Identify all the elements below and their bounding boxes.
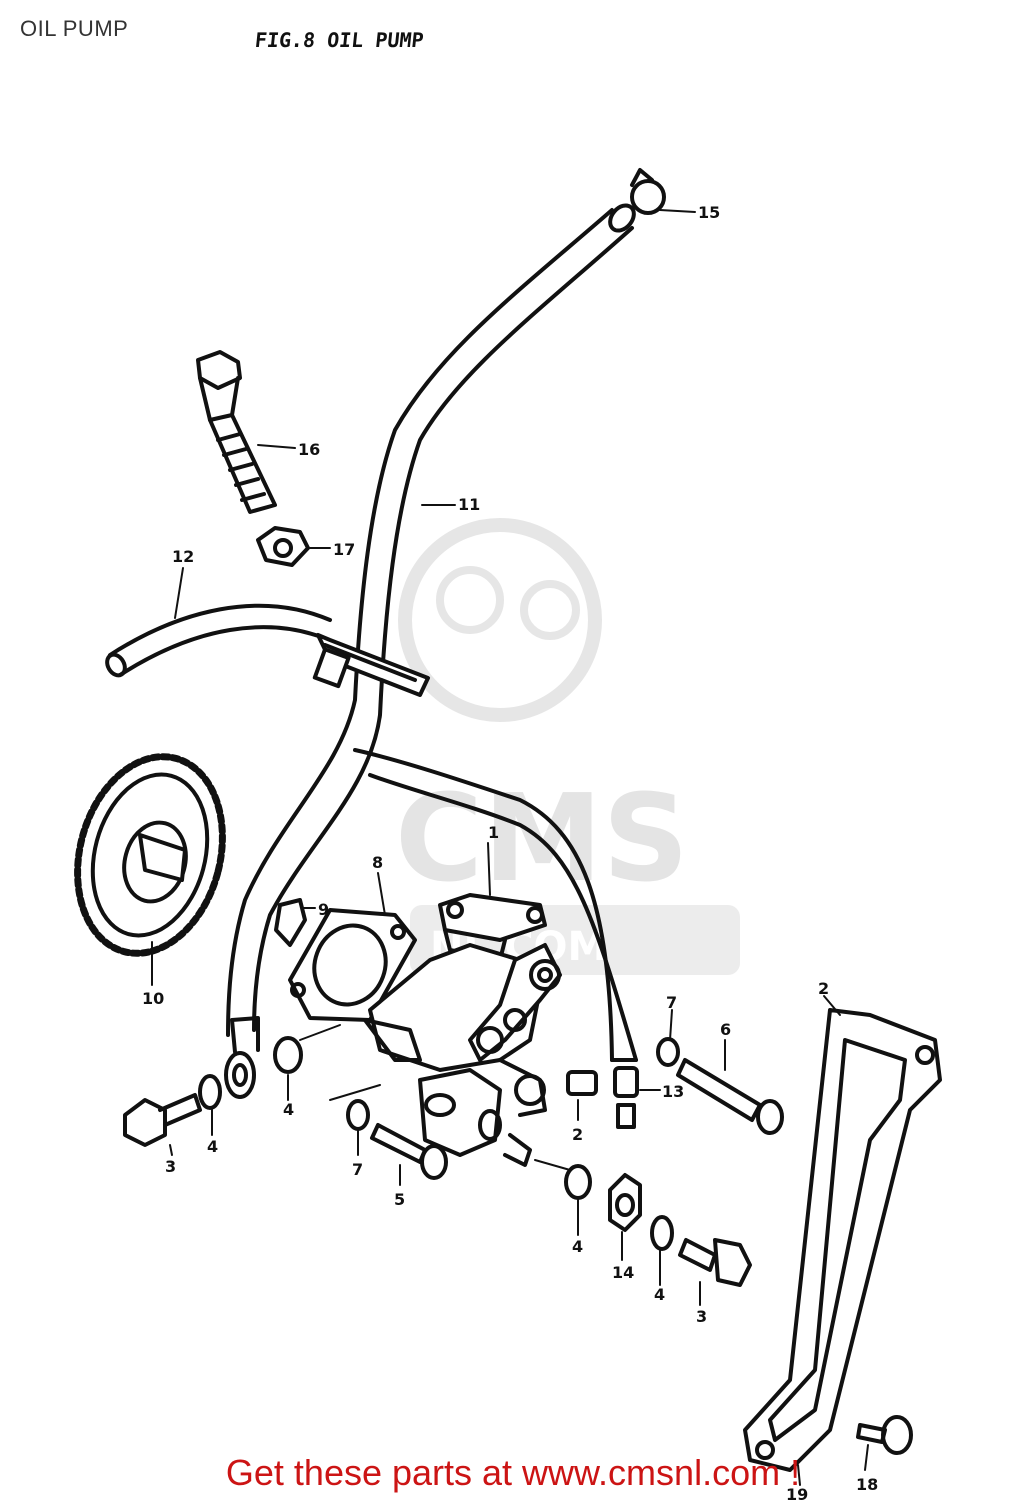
part-7-washer-b xyxy=(656,1037,680,1067)
part-10-oil-pump-gear xyxy=(74,753,226,957)
footer-cta[interactable]: Get these parts at www.cmsnl.com ! xyxy=(0,1452,1026,1494)
callout-17: 17 xyxy=(333,540,355,559)
callout-2: 2 xyxy=(572,1125,583,1144)
banjo-fitting xyxy=(224,1016,260,1099)
callout-4-b: 4 xyxy=(283,1100,294,1119)
callout-3-right: 3 xyxy=(696,1307,707,1326)
part-4-washer-b xyxy=(273,1036,303,1074)
callout-15: 15 xyxy=(698,203,720,222)
page-title: OIL PUMP xyxy=(20,16,129,41)
part-14-seal-washer xyxy=(608,1173,642,1232)
part-18-screw xyxy=(856,1415,913,1455)
callout-14: 14 xyxy=(612,1263,634,1282)
footer-link[interactable]: Get these parts at www.cmsnl.com ! xyxy=(225,1452,801,1493)
leader-lines xyxy=(151,209,869,1486)
part-3-bolt-left xyxy=(123,1093,202,1147)
callout-11: 11 xyxy=(458,495,480,514)
part-5-screw xyxy=(370,1123,448,1180)
part-16-bolt xyxy=(196,350,277,514)
part-4-washer-a xyxy=(198,1074,222,1110)
part-2-screw xyxy=(566,1070,598,1096)
part-13-fitting xyxy=(613,1066,639,1129)
callout-6: 6 xyxy=(720,1020,731,1039)
pump-control-lever xyxy=(468,943,562,1062)
callout-3-left: 3 xyxy=(165,1157,176,1176)
callout-8: 8 xyxy=(372,853,383,872)
callout-1: 1 xyxy=(488,823,499,842)
part-9-clip xyxy=(274,898,307,947)
callout-5: 5 xyxy=(394,1190,405,1209)
callout-9: 9 xyxy=(318,900,329,919)
callout-7-a: 7 xyxy=(352,1160,363,1179)
callout-10: 10 xyxy=(142,989,164,1008)
callout-7-b: 7 xyxy=(666,993,677,1012)
part-3-bolt-right xyxy=(678,1238,752,1287)
part-13-oil-hose xyxy=(353,748,638,1062)
callout-18: 18 xyxy=(856,1475,878,1494)
part-8-gasket xyxy=(288,908,417,1022)
part-7-washer-a xyxy=(346,1099,370,1131)
callout-16: 16 xyxy=(298,440,320,459)
part-19-cover-gasket xyxy=(743,1008,942,1472)
callout-4-c: 4 xyxy=(572,1237,583,1256)
part-6-bolt xyxy=(676,1058,784,1135)
part-17-nut xyxy=(256,526,310,567)
callout-12: 12 xyxy=(172,547,194,566)
callout-19: 19 xyxy=(786,1485,808,1500)
callout-2-gasket: 2 xyxy=(818,979,829,998)
callout-4-d: 4 xyxy=(654,1285,665,1304)
callout-labels: 1 2 2 3 3 4 4 4 4 5 6 7 7 8 9 10 11 12 1… xyxy=(142,203,878,1500)
part-12-oil-hose xyxy=(105,603,342,678)
part-4-washer-d xyxy=(650,1215,674,1251)
part-4-washer-c xyxy=(564,1164,592,1200)
part-15-hose-clamp xyxy=(630,168,666,215)
hose-holder-clamp xyxy=(312,633,430,697)
callout-4-a: 4 xyxy=(207,1137,218,1156)
callout-13: 13 xyxy=(662,1082,684,1101)
